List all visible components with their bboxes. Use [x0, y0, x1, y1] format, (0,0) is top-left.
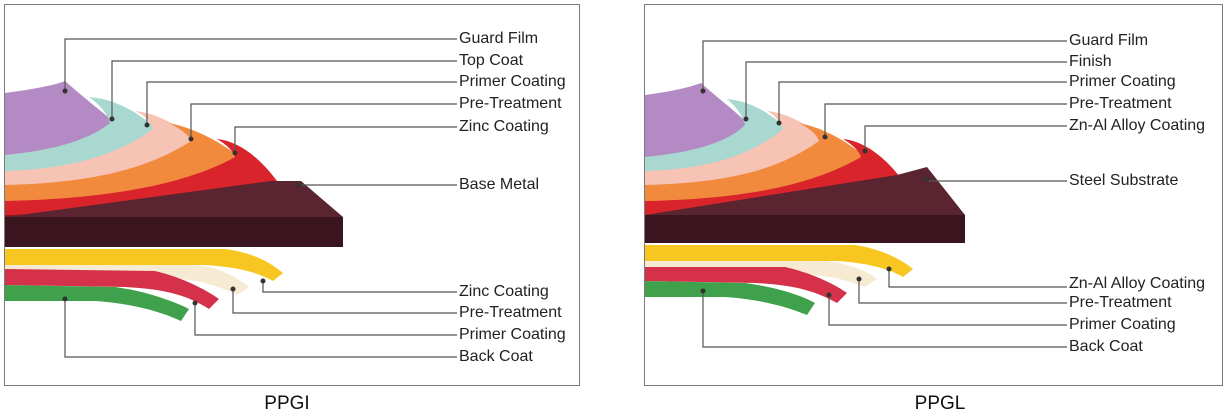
label-back-coat: Back Coat	[459, 348, 533, 365]
guard-film-layer	[645, 83, 745, 159]
ppgl-layer-illustration	[645, 40, 1067, 348]
steel-substrate-layer	[645, 215, 965, 243]
back-coat-layer	[645, 281, 815, 315]
leader-dots	[700, 88, 930, 298]
steel-substrate-top-face	[645, 167, 965, 215]
label-base-metal: Base Metal	[459, 176, 540, 193]
label-steel-substrate: Steel Substrate	[1069, 172, 1179, 189]
base-metal-layer	[5, 217, 343, 247]
label-guard-film: Guard Film	[459, 30, 539, 47]
label-bottom-zn-al-alloy-coating: Zn-Al Alloy Coating	[1069, 275, 1206, 292]
label-bottom-pre-treatment: Pre-Treatment	[1069, 294, 1172, 311]
label-pre-treatment: Pre-Treatment	[1069, 95, 1172, 112]
caption-ppgi: PPGI	[264, 393, 310, 414]
label-pre-treatment: Pre-Treatment	[459, 95, 562, 112]
label-bottom-pre-treatment: Pre-Treatment	[459, 304, 562, 321]
label-bottom-primer-coating: Primer Coating	[459, 326, 566, 343]
bottom-primer-coating-layer	[645, 267, 847, 303]
label-back-coat: Back Coat	[1069, 338, 1143, 355]
leader-dots	[62, 88, 302, 306]
label-guard-film: Guard Film	[1069, 32, 1149, 49]
label-primer-coating: Primer Coating	[1069, 73, 1176, 90]
label-zn-al-alloy-coating: Zn-Al Alloy Coating	[1069, 117, 1206, 134]
base-metal-top-face	[5, 181, 343, 217]
back-coat-layer	[5, 285, 189, 321]
leader-lines	[64, 38, 457, 358]
caption-ppgl: PPGL	[914, 393, 966, 414]
label-zinc-coating: Zinc Coating	[459, 118, 549, 135]
label-primer-coating: Primer Coating	[459, 73, 566, 90]
label-top-coat: Top Coat	[459, 52, 524, 69]
ppgl-diagram-panel: Guard Film Finish Primer Coating Pre-Tre…	[644, 4, 1223, 386]
ppgi-layer-illustration	[5, 38, 457, 358]
label-bottom-zinc-coating: Zinc Coating	[459, 283, 549, 300]
ppgi-diagram-panel: Guard Film Top Coat Primer Coating Pre-T…	[4, 4, 580, 386]
label-bottom-primer-coating: Primer Coating	[1069, 316, 1176, 333]
bottom-primer-coating-layer	[5, 269, 219, 309]
label-finish: Finish	[1069, 53, 1112, 70]
leader-lines	[702, 40, 1067, 348]
